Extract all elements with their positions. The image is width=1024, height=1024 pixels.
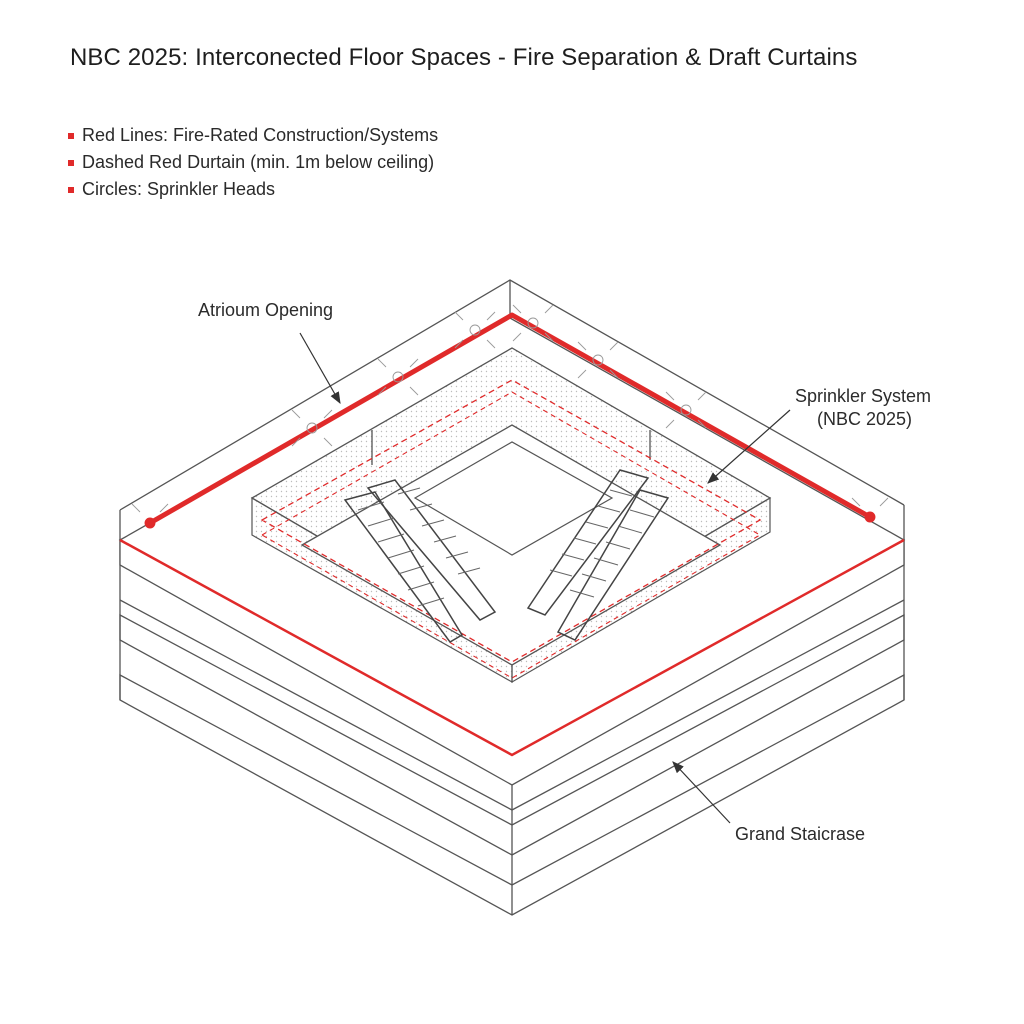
legend-marker-icon: [68, 186, 74, 193]
legend: Red Lines: Fire-Rated Construction/Syste…: [68, 122, 438, 203]
legend-item-dashed-curtain: Dashed Red Durtain (min. 1m below ceilin…: [68, 149, 438, 176]
sprinkler-head-icon: [577, 341, 619, 379]
sprinkler-head-icon: [512, 304, 554, 342]
sprinkler-head-icon: [851, 497, 889, 523]
sprinkler-head-icon: [665, 391, 707, 429]
sprinkler-head-icon: [454, 311, 496, 349]
legend-marker-icon: [68, 159, 74, 166]
escalator-left: [343, 479, 497, 643]
lower-floor-slabs: [119, 540, 905, 916]
callout-atrium-opening: Atrioum Opening: [198, 300, 333, 320]
sprinkler-heads: [131, 304, 889, 529]
legend-item-red-lines: Red Lines: Fire-Rated Construction/Syste…: [68, 122, 438, 149]
atrium-opening: [250, 347, 772, 684]
legend-marker-icon: [68, 132, 74, 139]
legend-label: Dashed Red Durtain (min. 1m below ceilin…: [82, 152, 435, 172]
page-title: NBC 2025: Interconected Floor Spaces - F…: [70, 44, 858, 71]
fire-rated-construction: [119, 312, 905, 757]
callout-sprinkler-system: Sprinkler System: [795, 386, 931, 406]
callout-sprinkler-code: (NBC 2025): [817, 409, 912, 429]
legend-item-sprinklers: Circles: Sprinkler Heads: [68, 176, 438, 203]
sprinkler-head-icon: [291, 409, 333, 447]
sprinkler-head-icon: [377, 358, 419, 396]
draft-curtain: [260, 379, 762, 679]
callout-grand-staircase: Grand Staicrase: [735, 824, 865, 844]
legend-label: Red Lines: Fire-Rated Construction/Syste…: [82, 125, 439, 145]
sprinkler-head-icon: [131, 503, 169, 529]
legend-label: Circles: Sprinkler Heads: [82, 179, 276, 199]
callout-leaders: [299, 332, 791, 824]
escalator-right: [526, 469, 670, 641]
